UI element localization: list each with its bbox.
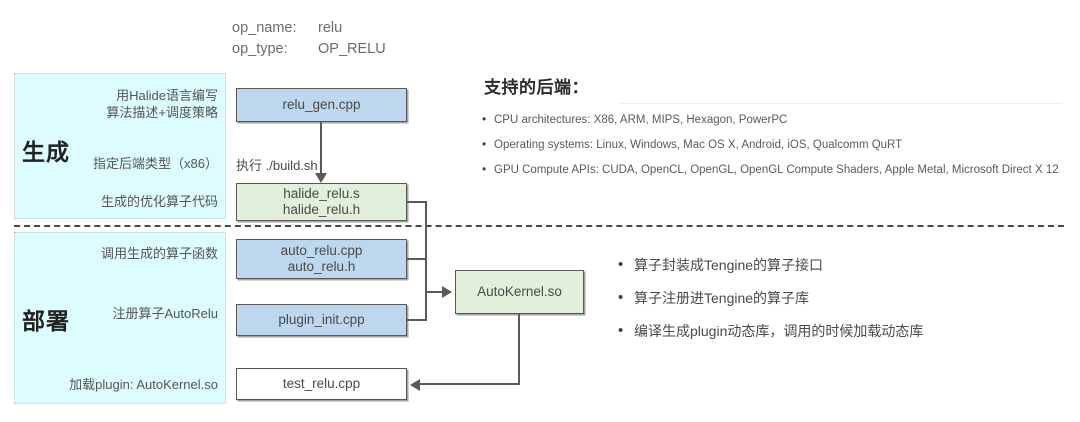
- deploy-note-label: 算子封装成Tengine的算子接口: [634, 257, 824, 273]
- backend-list-item: • Operating systems: Linux, Windows, Mac…: [482, 138, 1072, 152]
- edge-auto-relu-to-bus: [407, 258, 427, 260]
- node-autokernel-so[interactable]: AutoKernel.so: [455, 270, 584, 314]
- phase-title-deploy: 部署: [22, 308, 70, 334]
- arrowhead-down-icon: [315, 173, 327, 183]
- backend-list-item: • GPU Compute APIs: CUDA, OpenCL, OpenGL…: [482, 163, 1072, 177]
- bullet-icon: •: [482, 137, 487, 151]
- generate-step-2: 算法描述+调度策略: [106, 105, 218, 120]
- op-type-key: op_type:: [232, 41, 288, 57]
- op-name-key: op_name:: [232, 20, 297, 36]
- op-metadata: op_name: relu op_type: OP_RELU: [232, 18, 386, 60]
- node-halide-line2: halide_relu.h: [282, 202, 361, 217]
- arrowhead-left-icon: [410, 379, 420, 391]
- generate-step-3: 指定后端类型（x86）: [93, 156, 218, 171]
- node-relu-gen-label: relu_gen.cpp: [282, 97, 361, 112]
- node-auto-relu-sources[interactable]: auto_relu.cpp auto_relu.h: [236, 239, 407, 279]
- backend-item-label: CPU architectures: X86, ARM, MIPS, Hexag…: [494, 114, 788, 126]
- edge-label-build-sh: 执行 ./build.sh: [236, 158, 318, 173]
- op-type-value: OP_RELU: [318, 41, 386, 57]
- phase-panel-generate: [14, 73, 226, 219]
- node-halide-line1: halide_relu.s: [283, 186, 360, 201]
- node-halide-outputs[interactable]: halide_relu.s halide_relu.h: [236, 183, 407, 221]
- node-autokernel-label: AutoKernel.so: [477, 284, 562, 299]
- bullet-icon: •: [618, 256, 624, 273]
- node-test-relu-label: test_relu.cpp: [282, 376, 361, 391]
- deploy-note-item: • 编译生成plugin动态库，调用的时候加载动态库: [618, 322, 1068, 340]
- generate-step-1: 用Halide语言编写: [116, 88, 218, 103]
- deploy-note-label: 算子注册进Tengine的算子库: [634, 290, 810, 306]
- deploy-step-1: 调用生成的算子函数: [100, 246, 218, 261]
- bullet-icon: •: [618, 289, 624, 306]
- node-auto-relu-line1: auto_relu.cpp: [280, 243, 363, 258]
- edge-autokernel-down: [518, 314, 520, 384]
- phase-title-generate: 生成: [22, 139, 70, 165]
- backend-panel-rule: [620, 103, 1062, 104]
- node-plugin-init-label: plugin_init.cpp: [278, 312, 365, 327]
- node-plugin-init-cpp[interactable]: plugin_init.cpp: [236, 304, 407, 336]
- op-name-value: relu: [318, 20, 343, 36]
- edge-autokernel-to-test: [420, 383, 520, 385]
- edge-plugin-init-to-bus: [407, 319, 427, 321]
- deploy-step-3: 加载plugin: AutoKernel.so: [69, 377, 218, 392]
- op-type-row: op_type: OP_RELU: [232, 39, 386, 60]
- phase-panel-deploy: [14, 232, 226, 404]
- generate-step-4: 生成的优化算子代码: [100, 194, 218, 209]
- backend-list: • CPU architectures: X86, ARM, MIPS, Hex…: [482, 113, 1072, 188]
- backend-item-label: Operating systems: Linux, Windows, Mac O…: [494, 139, 903, 151]
- arrowhead-right-icon: [442, 286, 452, 298]
- edge-merge-bus: [425, 201, 427, 321]
- edge-halide-to-bus: [407, 201, 427, 203]
- backend-panel-title: 支持的后端：: [484, 78, 589, 97]
- edge-relu-gen-to-halide: [320, 122, 322, 174]
- bullet-icon: •: [482, 162, 487, 176]
- bullet-icon: •: [618, 322, 624, 339]
- deploy-note-label: 编译生成plugin动态库，调用的时候加载动态库: [634, 323, 924, 339]
- deploy-step-2: 注册算子AutoRelu: [112, 306, 218, 321]
- node-auto-relu-line2: auto_relu.h: [287, 259, 356, 274]
- deploy-note-item: • 算子注册进Tengine的算子库: [618, 289, 1068, 307]
- op-name-row: op_name: relu: [232, 18, 386, 39]
- node-relu-gen-cpp[interactable]: relu_gen.cpp: [236, 88, 407, 122]
- backend-list-item: • CPU architectures: X86, ARM, MIPS, Hex…: [482, 113, 1072, 127]
- bullet-icon: •: [482, 112, 487, 126]
- deploy-note-item: • 算子封装成Tengine的算子接口: [618, 256, 1068, 274]
- section-divider: [14, 225, 1064, 227]
- deploy-notes-list: • 算子封装成Tengine的算子接口 • 算子注册进Tengine的算子库 •…: [618, 256, 1068, 355]
- node-test-relu-cpp[interactable]: test_relu.cpp: [236, 368, 407, 400]
- backend-item-label: GPU Compute APIs: CUDA, OpenCL, OpenGL, …: [494, 164, 1059, 176]
- edge-bus-to-autokernel: [425, 291, 443, 293]
